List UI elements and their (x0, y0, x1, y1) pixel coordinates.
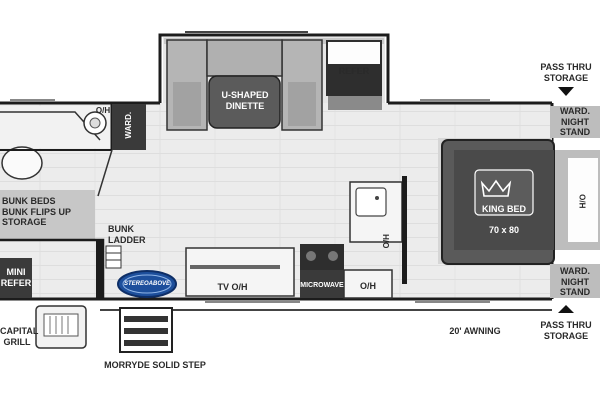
king-bed-label: KING BED (481, 204, 526, 214)
mini-refer-label: MINI REFER (0, 267, 32, 288)
overhead-small-label: O/H (359, 281, 376, 291)
kitchen-sink (349, 176, 407, 284)
microwave-label: MICROWAVE (300, 282, 344, 289)
morryde-step-label: MORRYDE SOLID STEP (104, 360, 206, 370)
ward-night-stand-top-label: WARD. NIGHT STAND (559, 106, 591, 137)
bed-size-label: 70 x 80 (488, 225, 520, 235)
pass-thru-arrow-top (558, 87, 574, 96)
wardrobe-vertical-label: WARD. (123, 111, 133, 139)
bath-overhead-label: O/H (95, 106, 111, 115)
u-shaped-dinette (166, 39, 323, 131)
capital-grill (35, 305, 87, 349)
bathroom (0, 104, 146, 197)
tv-overhead-label: TV O/H (217, 282, 248, 292)
pass-thru-storage-top-label: PASS THRU STORAGE (540, 62, 592, 83)
bunk-ladder-label: BUNK LADDER (108, 224, 146, 245)
bunk-area (0, 190, 122, 300)
stereo-logo-text: STEREOABOVE (123, 281, 170, 287)
capital-grill-label: CAPITAL GRILL (0, 326, 39, 347)
kitchen-counter (185, 244, 393, 299)
slideout-wall (158, 33, 390, 103)
bedroom (438, 106, 600, 298)
pass-thru-arrow-bottom (558, 305, 574, 313)
refer-label: REFER (338, 66, 370, 76)
kitchen-overhead-label: O/H (381, 234, 391, 249)
morryde-solid-step (119, 307, 173, 353)
bed-overhead-label: O/H (577, 194, 587, 209)
ward-night-stand-bottom-label: WARD. NIGHT STAND (559, 266, 591, 297)
pass-thru-storage-bottom-label: PASS THRU STORAGE (540, 320, 592, 341)
bunk-beds-label: BUNK BEDS BUNK FLIPS UP STORAGE (2, 196, 72, 227)
dinette-label: U-SHAPED DINETTE (221, 90, 269, 111)
awning-label: 20' AWNING (449, 326, 501, 336)
stereo-logo (117, 270, 177, 298)
refrigerator (326, 40, 382, 110)
